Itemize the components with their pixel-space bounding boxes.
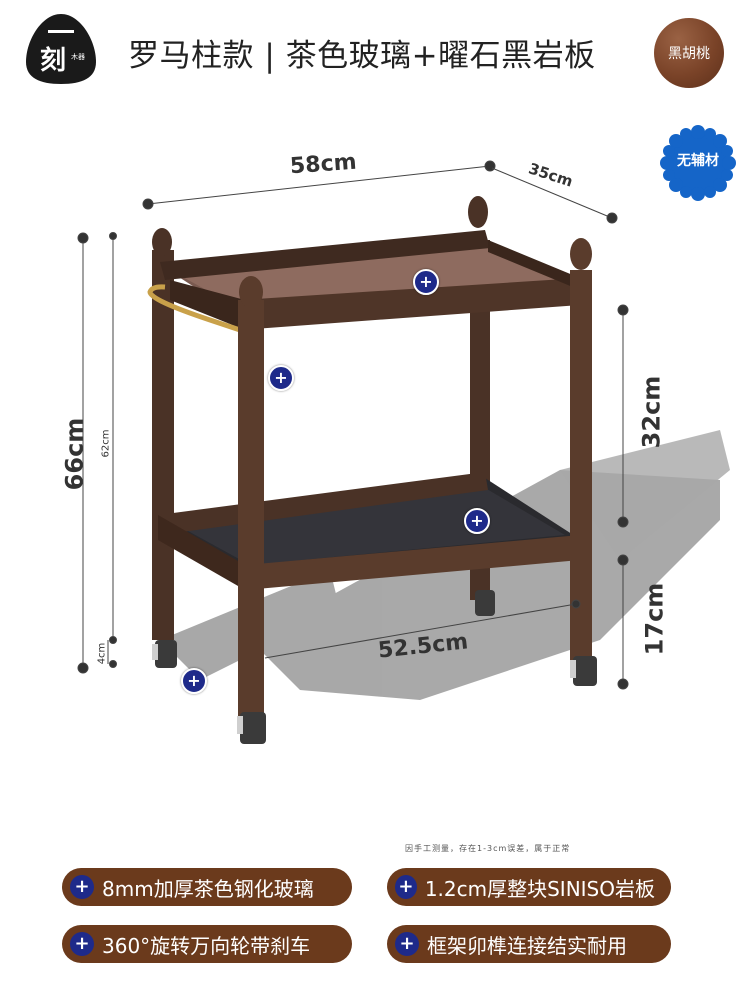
hotspot-caster[interactable]: + xyxy=(181,668,207,694)
feature-pill-slate[interactable]: + 1.2cm厚整块SINISO岩板 xyxy=(387,868,671,906)
badge-seal-icon xyxy=(660,125,736,201)
hotspot-top-glass[interactable]: + xyxy=(413,269,439,295)
dimension-upper-gap: 32cm xyxy=(637,375,666,449)
dimension-lower-gap: 17cm xyxy=(640,582,669,656)
page-title: 罗马柱款 | 茶色玻璃+曜石黑岩板 xyxy=(128,38,596,74)
plus-icon: + xyxy=(70,932,94,956)
material-badge-label: 无辅材 xyxy=(677,153,719,169)
dimension-foot: 4cm xyxy=(96,642,108,665)
dimension-height-total: 66cm xyxy=(60,417,89,491)
feature-label: 1.2cm厚整块SINISO岩板 xyxy=(424,876,655,901)
hotspot-handle[interactable]: + xyxy=(268,365,294,391)
plus-icon: + xyxy=(70,875,94,899)
brand-logo xyxy=(26,14,96,84)
wood-material-badge: 黑胡桃 xyxy=(654,18,724,88)
feature-pill-caster[interactable]: + 360°旋转万向轮带刹车 xyxy=(62,925,352,963)
dimension-height-inner: 62cm xyxy=(100,429,112,458)
dimension-width: 58cm xyxy=(289,149,358,180)
feature-pill-frame[interactable]: + 框架卯榫连接结实耐用 xyxy=(387,925,671,963)
feature-label: 框架卯榫连接结实耐用 xyxy=(427,933,627,958)
hotspot-bottom-slate[interactable]: + xyxy=(464,508,490,534)
plus-icon: + xyxy=(395,932,419,956)
feature-label: 360°旋转万向轮带刹车 xyxy=(102,933,311,958)
logo-small-text: 木器 xyxy=(71,53,85,61)
plus-icon: + xyxy=(395,875,417,899)
measurement-note: 因手工测量，存在1-3cm误差，属于正常 xyxy=(405,844,571,853)
feature-pill-glass[interactable]: + 8mm加厚茶色钢化玻璃 xyxy=(62,868,352,906)
product-illustration xyxy=(77,160,730,744)
logo-char: 刻 xyxy=(40,46,67,76)
feature-label: 8mm加厚茶色钢化玻璃 xyxy=(102,876,314,901)
